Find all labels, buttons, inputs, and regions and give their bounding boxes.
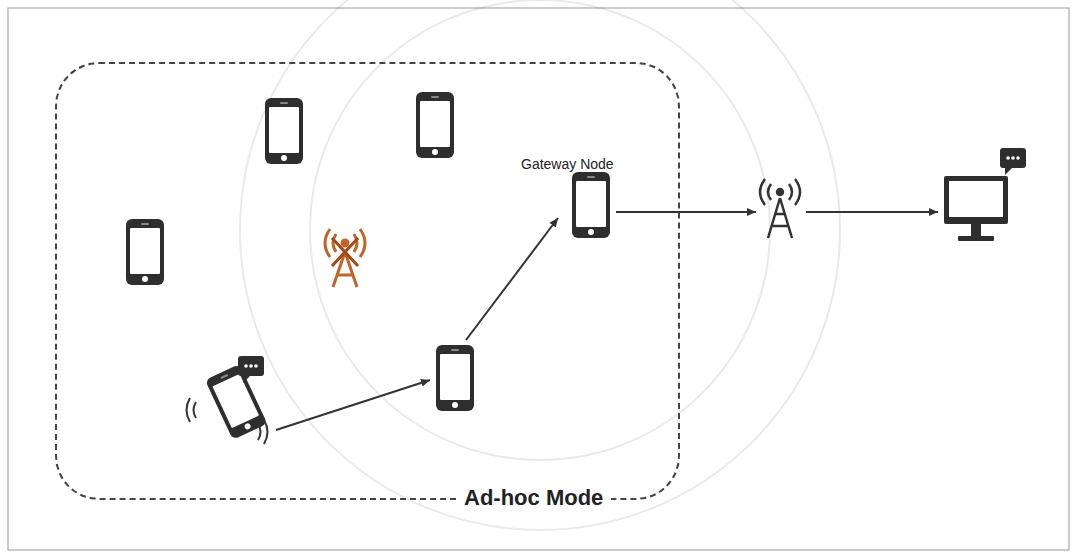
broken-tower: [325, 229, 365, 287]
gateway-node: Gateway Node: [519, 154, 618, 174]
message-arrows: [276, 212, 938, 430]
seal-watermark: [240, 0, 840, 530]
cell-tower: [760, 179, 800, 238]
phone-icon: [265, 98, 303, 164]
frame: [8, 8, 1069, 550]
region-label: Ad-hoc Mode: [456, 485, 611, 511]
vibration-marks: [187, 398, 268, 444]
node-label: Gateway Node: [519, 154, 618, 174]
computer-icon: [944, 176, 1008, 241]
adhoc-region: Ad-hoc ModeGateway Node: [55, 62, 680, 500]
chat-bubble: [238, 356, 264, 383]
phone-icon: [416, 92, 454, 158]
phone-icon: [436, 345, 474, 411]
phone-icon: [572, 172, 610, 238]
phone-icon: [126, 219, 164, 285]
chat-bubble: [1000, 148, 1026, 175]
